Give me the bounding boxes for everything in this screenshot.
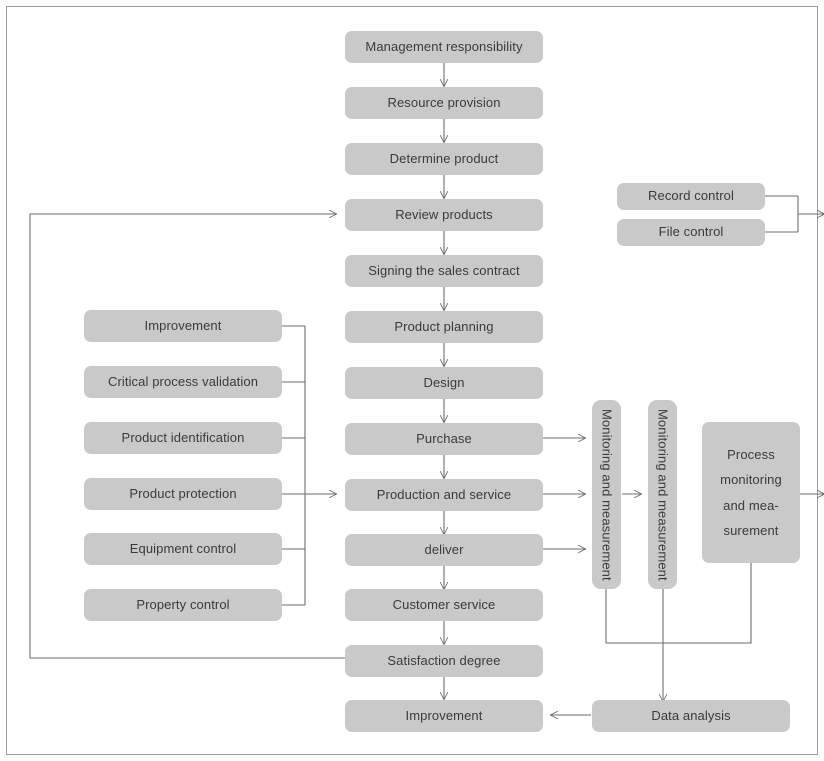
node-customer-service[interactable]: Customer service [345, 589, 543, 621]
node-record-control[interactable]: Record control [617, 183, 765, 210]
node-satisfaction-degree[interactable]: Satisfaction degree [345, 645, 543, 677]
node-production-and-service[interactable]: Production and service [345, 479, 543, 511]
node-improvement-bottom[interactable]: Improvement [345, 700, 543, 732]
node-monitoring-and-measurement-2[interactable]: Monitoring and measurement [648, 400, 677, 589]
process-monitoring-line-2: monitoring [720, 472, 782, 488]
node-deliver[interactable]: deliver [345, 534, 543, 566]
node-design[interactable]: Design [345, 367, 543, 399]
node-monitoring-and-measurement-1[interactable]: Monitoring and measurement [592, 400, 621, 589]
node-process-monitoring-and-measurement[interactable]: Process monitoring and mea- surement [702, 422, 800, 563]
node-product-protection[interactable]: Product protection [84, 478, 282, 510]
node-determine-product[interactable]: Determine product [345, 143, 543, 175]
node-critical-process-validation[interactable]: Critical process validation [84, 366, 282, 398]
node-resource-provision[interactable]: Resource provision [345, 87, 543, 119]
process-monitoring-line-1: Process [727, 446, 775, 462]
node-file-control[interactable]: File control [617, 219, 765, 246]
node-purchase[interactable]: Purchase [345, 423, 543, 455]
node-equipment-control[interactable]: Equipment control [84, 533, 282, 565]
node-management-responsibility[interactable]: Management responsibility [345, 31, 543, 63]
node-product-planning[interactable]: Product planning [345, 311, 543, 343]
node-signing-the-sales-contract[interactable]: Signing the sales contract [345, 255, 543, 287]
node-review-products[interactable]: Review products [345, 199, 543, 231]
node-data-analysis[interactable]: Data analysis [592, 700, 790, 732]
process-monitoring-line-4: surement [723, 522, 779, 538]
process-monitoring-line-3: and mea- [723, 497, 779, 513]
node-property-control[interactable]: Property control [84, 589, 282, 621]
node-product-identification[interactable]: Product identification [84, 422, 282, 454]
node-improvement[interactable]: Improvement [84, 310, 282, 342]
